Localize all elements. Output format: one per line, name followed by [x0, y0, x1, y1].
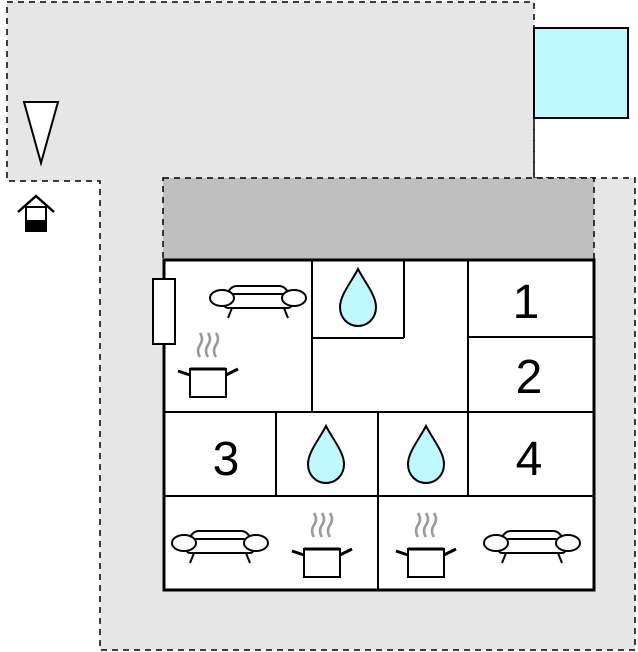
- room-4-label: 4: [516, 433, 543, 486]
- parking-marker-icon: [22, 101, 60, 167]
- door-icon: [152, 278, 176, 345]
- room-2-label: 2: [516, 351, 543, 404]
- room-3-label: 3: [213, 433, 240, 486]
- room-1-label: 1: [513, 276, 540, 329]
- pool: [533, 27, 629, 119]
- interior-walls: [164, 260, 594, 590]
- terrace: [162, 177, 595, 261]
- house-icon: [17, 194, 55, 232]
